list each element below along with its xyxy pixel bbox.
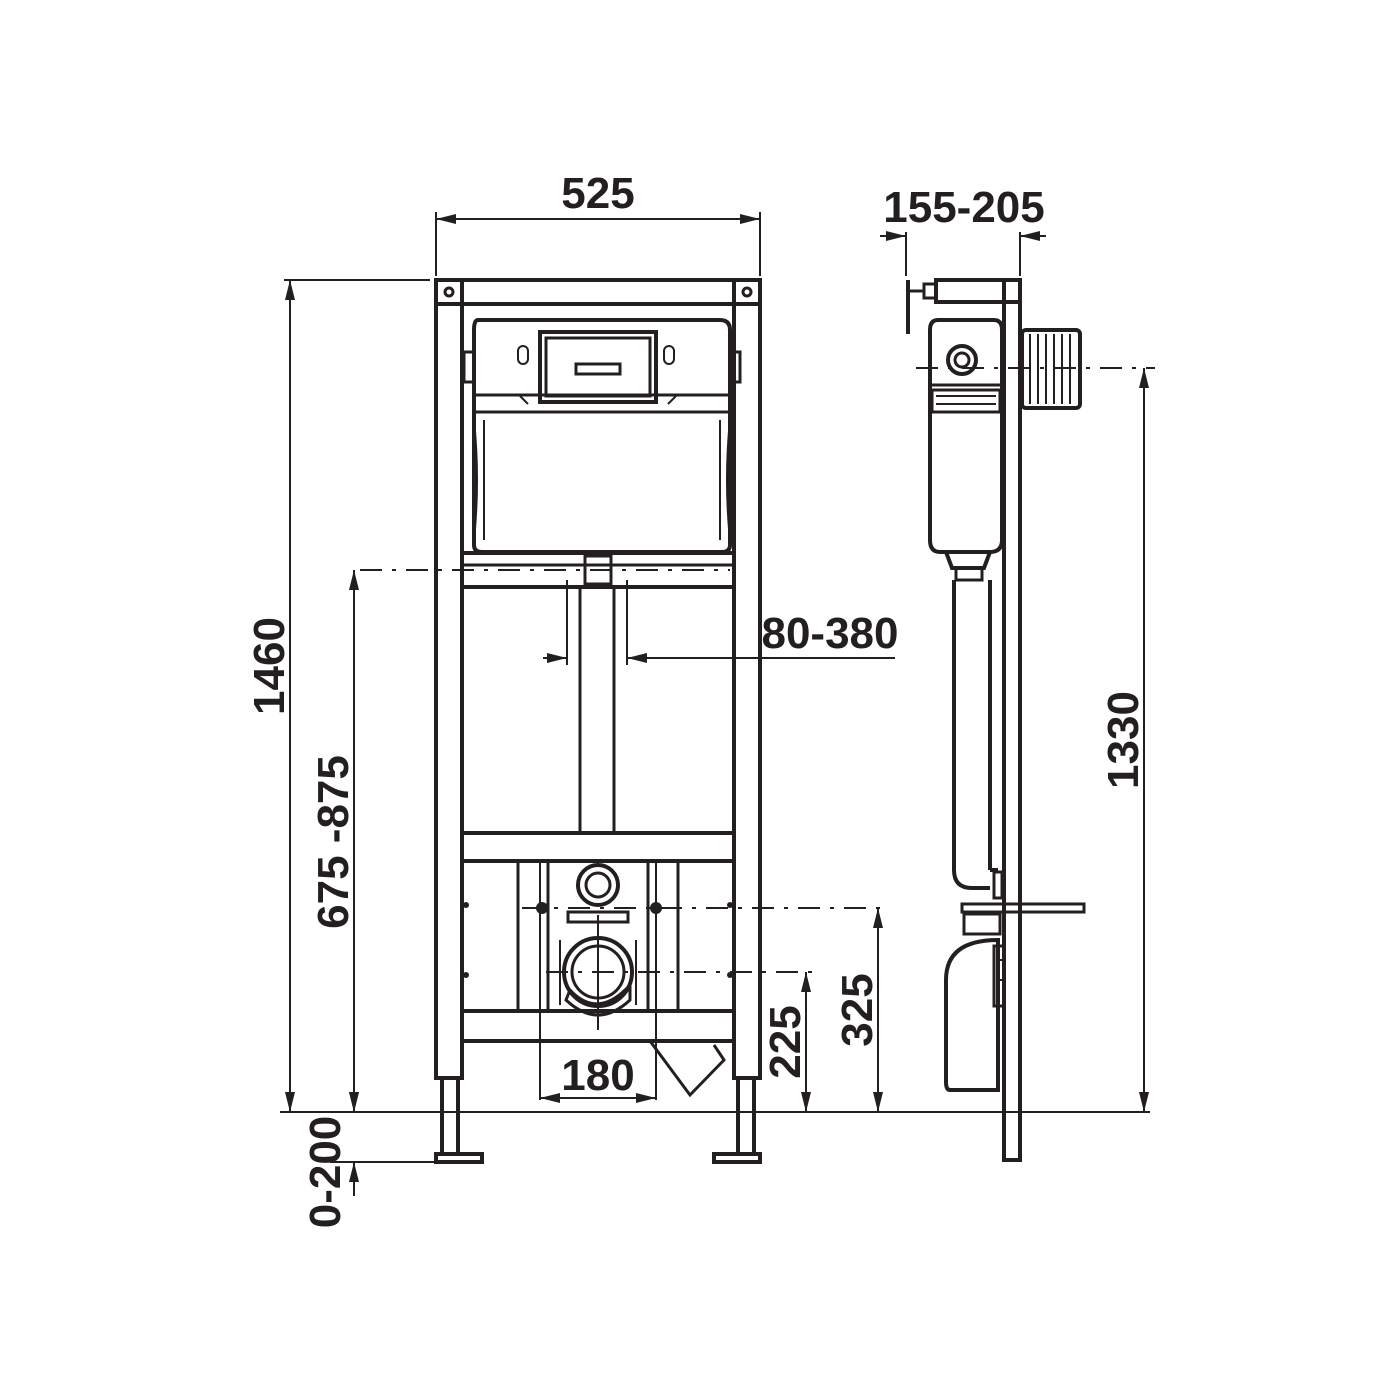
dim-drain-height: 225: [761, 1005, 810, 1078]
frame-top-rail: [434, 278, 762, 306]
front-view: [360, 278, 880, 1164]
frame-left-upright: [434, 278, 464, 1080]
support-bar: [360, 551, 736, 589]
dimensions: 525 155-205 1460 675 -875 0-200 80-380 1…: [245, 169, 1150, 1228]
dim-flush-height: 675 -875: [309, 755, 358, 929]
dim-height-total: 1460: [245, 617, 294, 715]
dim-width-total: 525: [561, 169, 634, 218]
dim-height-right: 1330: [1099, 691, 1148, 789]
side-view: [906, 278, 1155, 1162]
dim-waste-spacing: 80-380: [761, 609, 898, 658]
dim-depth-range: 155-205: [883, 183, 1044, 232]
dim-bolt-height: 325: [833, 973, 882, 1046]
frame-right-upright: [732, 278, 762, 1080]
cistern: [462, 318, 742, 554]
dim-leg-adjust: 0-200: [301, 1116, 350, 1229]
flush-inlet: [576, 863, 620, 907]
dim-bolt-spacing: 180: [561, 1051, 634, 1100]
